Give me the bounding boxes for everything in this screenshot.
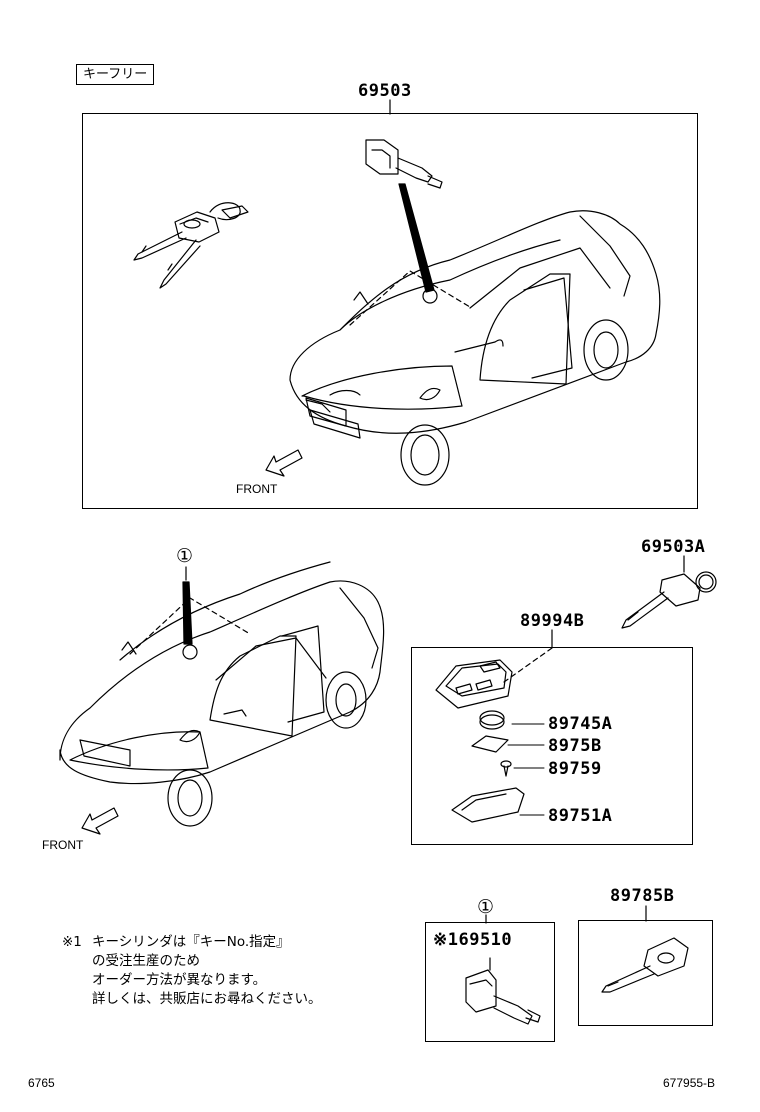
part-number-69510[interactable]: ※169510 [433,930,513,950]
part-number-69503[interactable]: 69503 [358,81,412,101]
part-number-89759[interactable]: 89759 [548,759,602,779]
gasket-illustration [471,735,509,753]
note-line-3: オーダー方法が異なります。 [92,972,267,988]
key-89785B-illustration [601,937,689,993]
cylinder-illustration-bottom [465,957,541,1025]
front-label-top: FRONT [236,482,278,496]
top-box-frame [82,113,698,509]
part-number-89785B[interactable]: 89785B [610,886,675,906]
variant-tag: キーフリー [76,64,155,85]
footer-drawing-code: 677955-B [663,1076,716,1090]
footer-page-code: 6765 [28,1076,55,1090]
note-line-4: 詳しくは、共販店にお尋ねください。 [92,991,322,1007]
screw-illustration [500,760,512,777]
callout-circle-1: ① [176,545,194,567]
part-number-89745A[interactable]: 89745A [548,714,613,734]
key-69503A-illustration [621,571,717,629]
key-position-marker-bottom [182,644,198,660]
note-line-2: の受注生産のため [92,953,200,969]
remote-kit-frame [411,647,693,845]
pointer-arrow-bottom [182,581,193,645]
cylinder-box-frame [425,922,555,1042]
callout-circle-1-box: ① [477,896,495,918]
lower-case-illustration [451,787,525,823]
dashed-link-remote [503,647,553,683]
front-label-bottom: FRONT [42,838,84,852]
cylinder-illustration-top [365,139,443,189]
remote-case-illustration [435,659,513,709]
note-marker: ※1 [62,934,82,950]
part-number-8975B[interactable]: 8975B [548,736,602,756]
car-illustration-bottom [59,561,385,827]
front-arrow-top [265,449,303,477]
pointer-arrow-top [398,183,435,293]
part-number-69503A[interactable]: 69503A [641,537,706,557]
battery-illustration [479,710,505,730]
key-box-frame [578,920,713,1026]
part-number-89994B[interactable]: 89994B [520,611,585,631]
car-illustration-top [289,210,661,486]
key-set-illustration [133,202,249,289]
part-number-89751A[interactable]: 89751A [548,806,613,826]
note-line-1: キーシリンダは『キーNo.指定』 [92,934,290,950]
front-arrow-bottom [81,807,119,835]
